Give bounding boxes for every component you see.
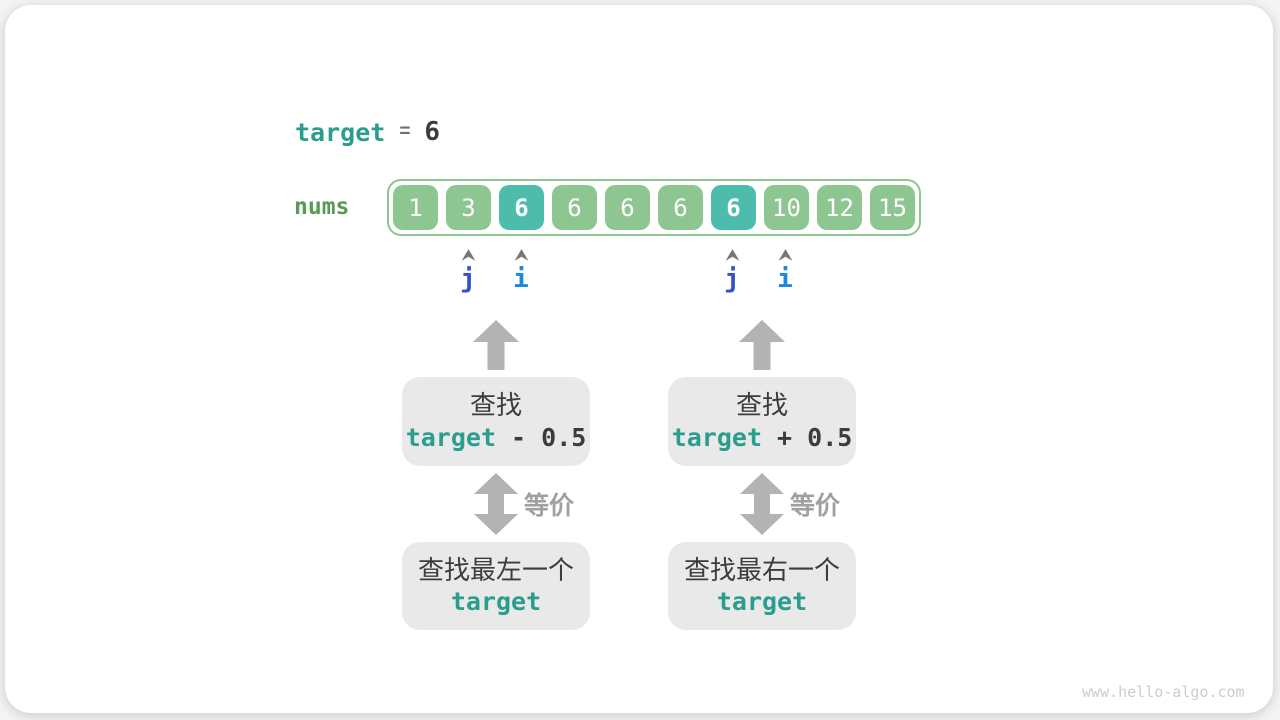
pointer-j-left: j — [448, 249, 488, 292]
figure-canvas: target = 6 nums 1 3 6 6 6 6 6 10 12 15 j… — [5, 5, 1273, 713]
caret-up-icon — [778, 249, 792, 261]
pointer-j-right: j — [712, 249, 752, 292]
caret-up-icon — [514, 249, 528, 261]
pointer-i-right: i — [765, 249, 805, 292]
search-text: 查找最左一个 — [417, 554, 574, 585]
search-code: target + 0.5 — [672, 422, 853, 455]
double-arrow-icon — [740, 473, 784, 535]
array-cell-highlighted: 6 — [499, 185, 544, 230]
search-expression-box-left: 查找 target - 0.5 — [402, 377, 590, 466]
caret-up-icon — [725, 249, 739, 261]
equivalence-row-right: 等价 — [668, 473, 856, 535]
target-assignment: target = 6 — [295, 117, 440, 147]
target-variable: target — [295, 117, 386, 147]
up-arrow-icon — [739, 320, 785, 370]
code-target: target — [716, 587, 808, 616]
nums-label: nums — [294, 194, 350, 220]
code-target: target — [671, 422, 762, 452]
equivalence-row-left: 等价 — [402, 473, 590, 535]
array-cell: 6 — [552, 185, 597, 230]
pointer-label: i — [513, 264, 529, 294]
array-cell: 1 — [393, 185, 438, 230]
equivalence-label: 等价 — [790, 492, 841, 520]
array-cell: 3 — [446, 185, 491, 230]
left-search-column: 查找 target - 0.5 等价 查找最左一个 target — [402, 320, 590, 630]
equivalence-label: 等价 — [524, 492, 575, 520]
equals-sign: = — [399, 121, 411, 142]
code-operand: - 0.5 — [496, 422, 587, 452]
caret-up-icon — [461, 249, 475, 261]
array-cell: 15 — [870, 185, 915, 230]
watermark: www.hello-algo.com — [1082, 683, 1245, 701]
up-arrow-icon — [473, 320, 519, 370]
pointer-label: j — [460, 264, 476, 294]
search-expression-box-right: 查找 target + 0.5 — [668, 377, 856, 466]
leftmost-target-box: 查找最左一个 target — [402, 542, 590, 630]
right-search-column: 查找 target + 0.5 等价 查找最右一个 target — [668, 320, 856, 630]
pointer-label: i — [777, 264, 793, 294]
array-cell-highlighted: 6 — [711, 185, 756, 230]
code-target: target — [450, 587, 542, 616]
pointer-label: j — [724, 264, 740, 294]
array-cell: 12 — [817, 185, 862, 230]
search-text: 查找 — [469, 390, 522, 420]
double-arrow-icon — [474, 473, 518, 535]
array-cell: 6 — [658, 185, 703, 230]
array-cell: 10 — [764, 185, 809, 230]
search-code: target - 0.5 — [406, 422, 587, 455]
pointer-i-left: i — [501, 249, 541, 292]
array-cell: 6 — [605, 185, 650, 230]
code-target: target — [405, 422, 496, 452]
search-text: 查找 — [735, 390, 788, 420]
code-operand: + 0.5 — [762, 422, 853, 452]
nums-array: 1 3 6 6 6 6 6 10 12 15 — [387, 179, 921, 236]
rightmost-target-box: 查找最右一个 target — [668, 542, 856, 630]
search-text: 查找最右一个 — [683, 554, 840, 585]
target-value: 6 — [424, 117, 441, 147]
